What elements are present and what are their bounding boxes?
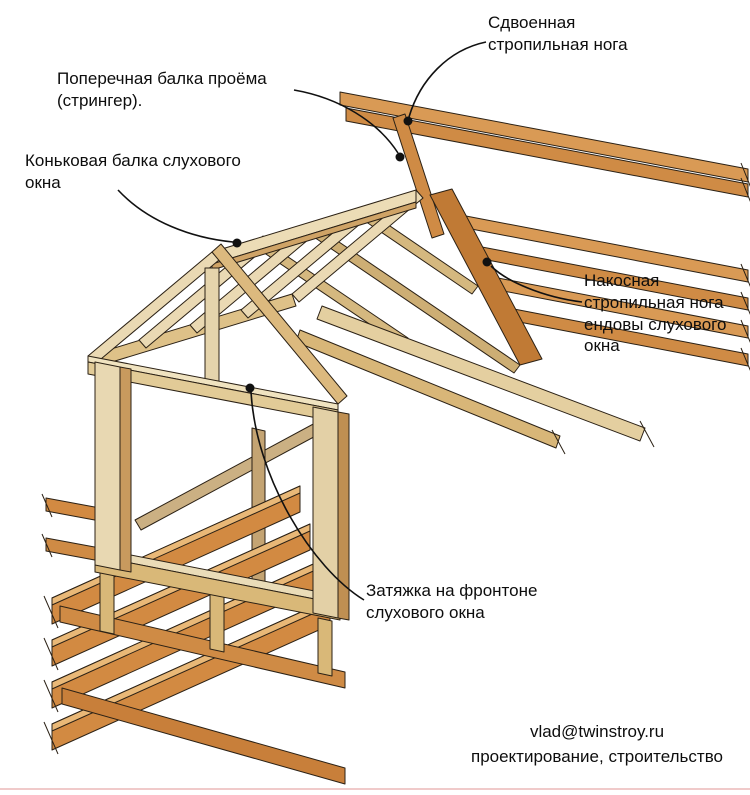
anchor-dot [395, 152, 405, 162]
callout-leaders [117, 41, 583, 601]
dormer-rafter [291, 189, 424, 303]
gable-rake-board [211, 243, 348, 405]
bottom-rule [0, 788, 750, 790]
window-right-post [312, 406, 339, 619]
cut-mark [43, 595, 59, 629]
callout-valley-rafter: Накосная стропильная нога ендовы слухово… [584, 271, 727, 356]
cut-mark [41, 533, 53, 558]
doubled-rafter-board [339, 91, 749, 183]
floor-joists [43, 485, 346, 785]
window-left-post-side [119, 366, 132, 573]
leader-line [250, 391, 365, 601]
window-sill-front [94, 555, 341, 621]
valley-rafter-board [429, 188, 543, 366]
anchor-dot [232, 238, 242, 248]
cripple-stud [209, 591, 225, 653]
cripple-stud [317, 617, 333, 677]
roof-board [45, 497, 101, 522]
cut-mark [740, 162, 750, 187]
cut-mark [740, 347, 750, 371]
anchor-dot [245, 383, 255, 393]
window-left-post [94, 361, 121, 571]
cut-mark [740, 177, 750, 202]
trimmer-rafters [295, 305, 655, 455]
anchor-dot [482, 257, 492, 267]
cripple-stud [99, 569, 115, 635]
doubled-rafter-board [345, 107, 749, 198]
cut-mark [43, 679, 59, 713]
cut-mark [551, 429, 566, 455]
callout-ridge-beam: Коньковая балка слухового окна [25, 151, 241, 192]
cut-mark [740, 319, 750, 343]
cut-mark [740, 263, 750, 287]
credit-tagline: проектирование, строительство [470, 746, 723, 766]
callout-doubled-rafter: Сдвоенная стропильная нога [488, 13, 628, 54]
roof-board [45, 537, 101, 562]
anchor-dot [403, 116, 413, 126]
cut-mark [740, 291, 750, 315]
leader-line [490, 265, 583, 303]
callout-gable-tie: Затяжка на фронтоне слухового окна [366, 581, 538, 622]
wall-bottom-plate [59, 605, 346, 689]
cut-mark [639, 420, 655, 448]
cut-mark [43, 637, 59, 671]
dormer-near-slope [87, 189, 424, 369]
credit-email: vlad@twinstroy.ru [529, 722, 665, 741]
leader-line [117, 189, 234, 243]
window-right-post-side [337, 411, 350, 621]
main-roof-rafters [339, 91, 750, 371]
gable-frame [59, 243, 350, 689]
credit-block: vlad@twinstroy.ru проектирование, строит… [447, 720, 747, 769]
cut-mark [43, 721, 59, 755]
leader-line [293, 89, 399, 154]
trimmer-rafter-board [316, 305, 646, 442]
leader-line [408, 41, 487, 118]
interior-diagonal-board [134, 414, 337, 531]
rim-band-board [61, 687, 346, 785]
gable-kingpost [204, 267, 220, 385]
callout-opening-header: Поперечная балка проёма (стрингер). [57, 69, 267, 110]
left-roof-boards [41, 493, 101, 562]
callout-anchors [232, 116, 492, 393]
cut-mark [41, 493, 53, 518]
